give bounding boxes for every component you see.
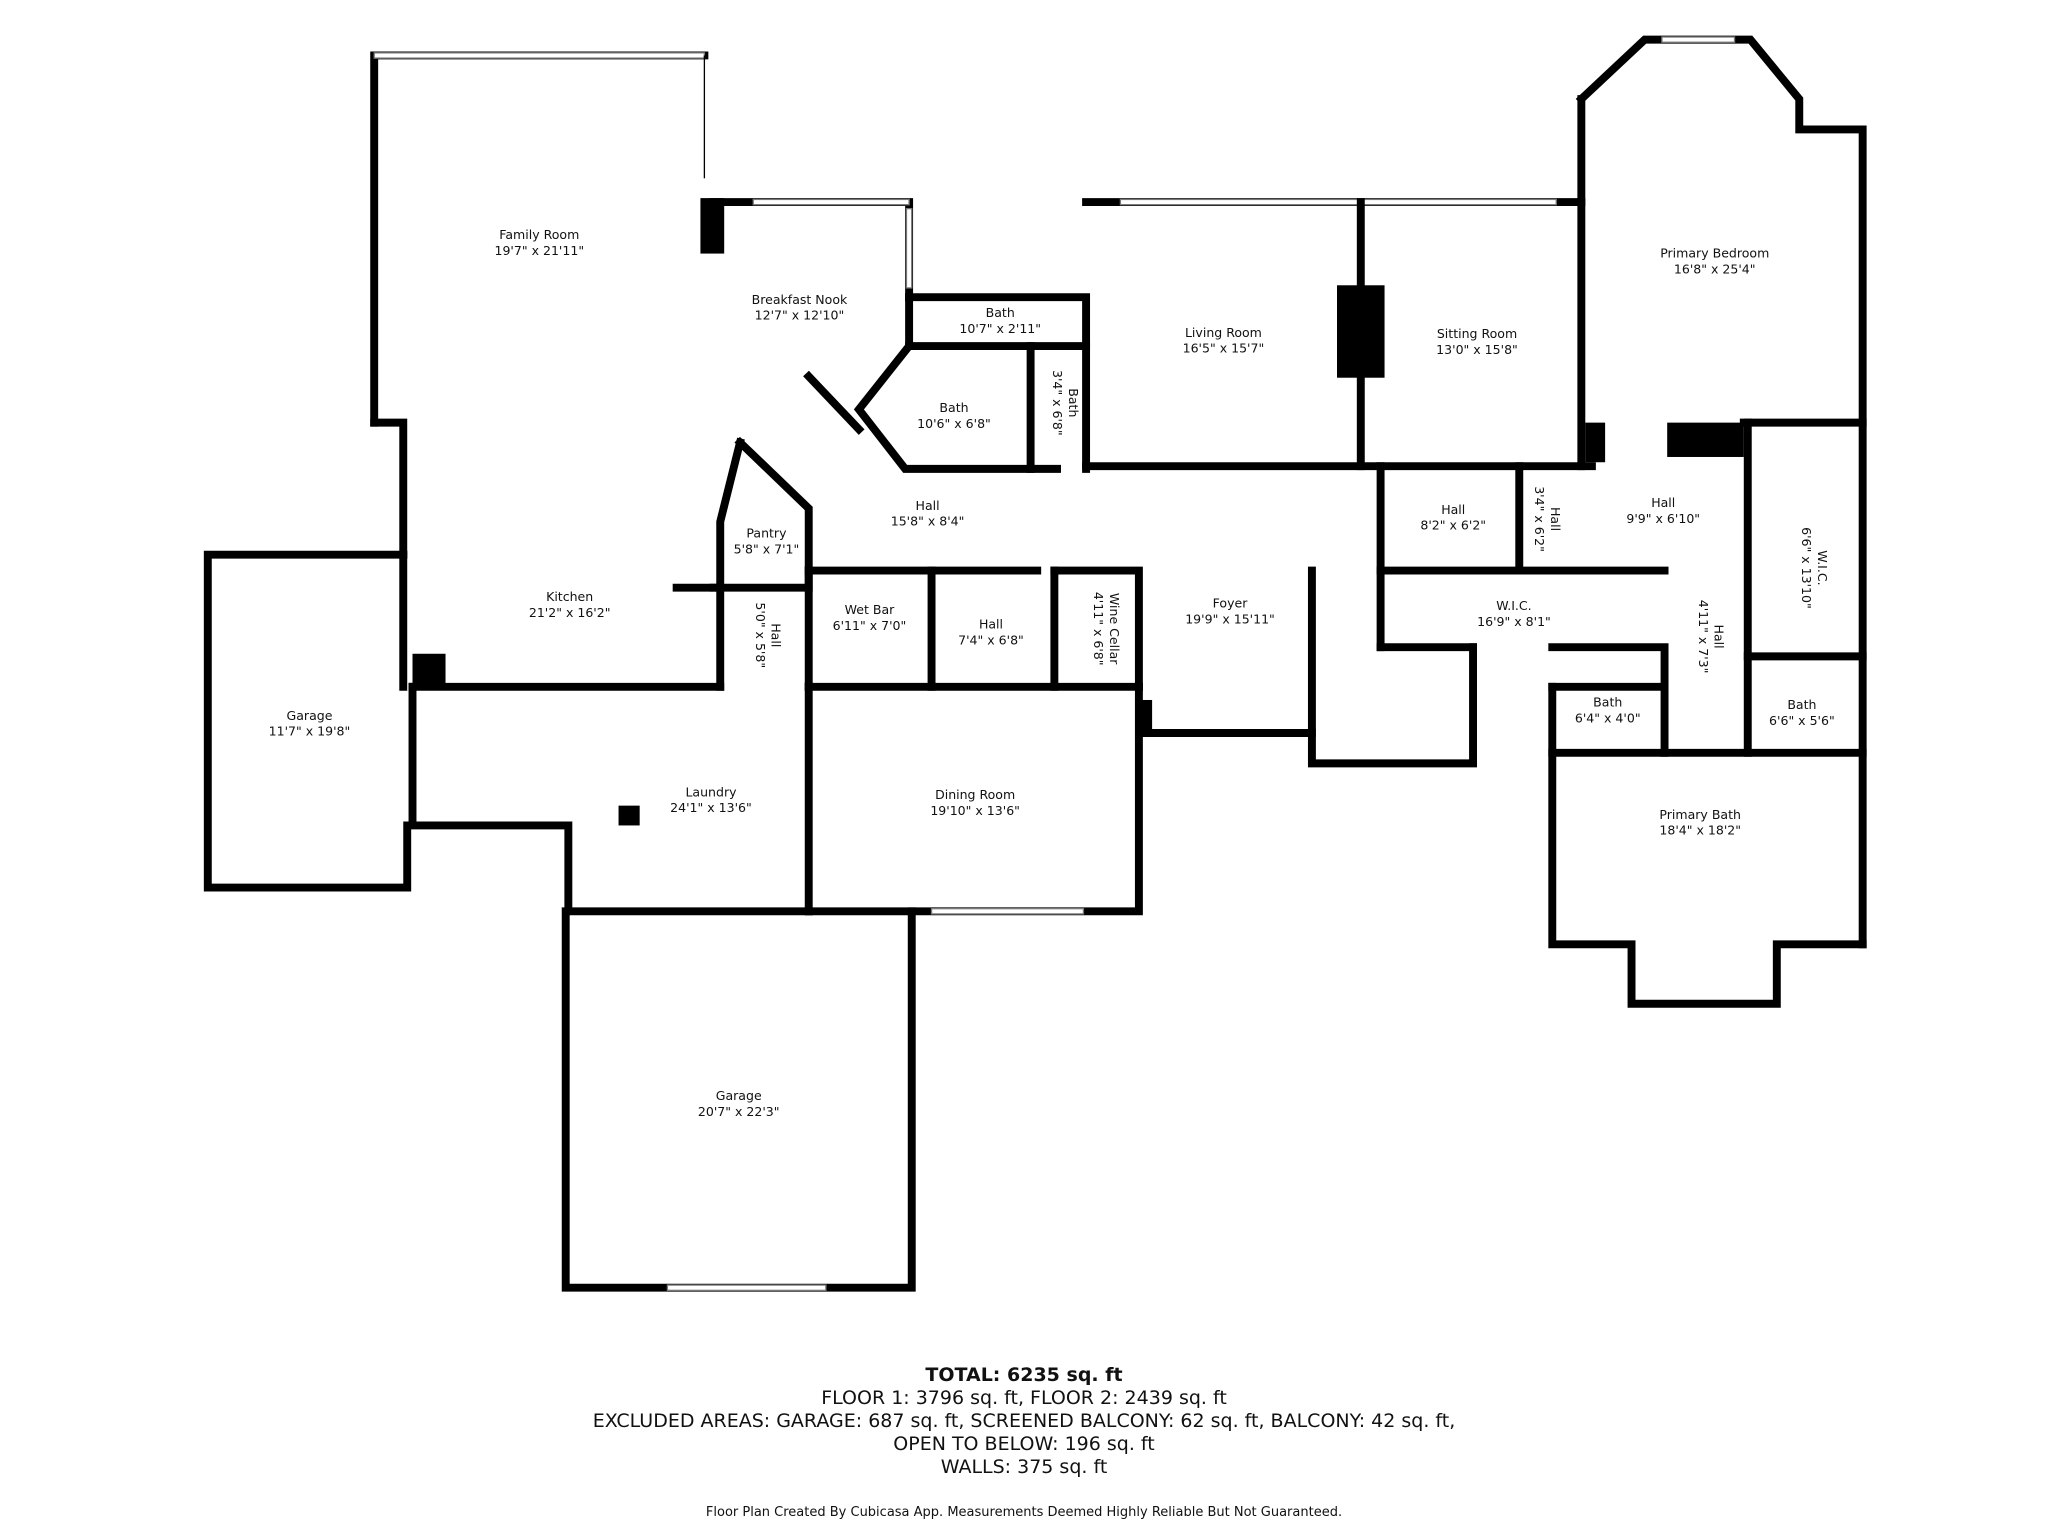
svg-text:Bath: Bath xyxy=(1593,695,1622,710)
svg-text:Primary Bedroom: Primary Bedroom xyxy=(1660,246,1769,261)
svg-text:Bath: Bath xyxy=(1066,388,1081,417)
svg-text:Garage: Garage xyxy=(716,1088,762,1103)
open-to-below: OPEN TO BELOW: 196 sq. ft xyxy=(893,1433,1155,1455)
svg-text:3'4" x 6'2": 3'4" x 6'2" xyxy=(1532,486,1547,552)
svg-text:6'4" x 4'0": 6'4" x 4'0" xyxy=(1575,710,1641,725)
svg-text:19'10" x 13'6": 19'10" x 13'6" xyxy=(930,803,1020,818)
svg-text:16'5" x 15'7": 16'5" x 15'7" xyxy=(1183,341,1265,356)
svg-text:3'4" x 6'8": 3'4" x 6'8" xyxy=(1050,370,1065,436)
svg-text:Wet Bar: Wet Bar xyxy=(845,602,896,617)
svg-text:10'7" x 2'11": 10'7" x 2'11" xyxy=(959,321,1041,336)
svg-text:5'8" x 7'1": 5'8" x 7'1" xyxy=(734,541,800,556)
svg-text:13'0" x 15'8": 13'0" x 15'8" xyxy=(1436,342,1518,357)
svg-text:24'1" x 13'6": 24'1" x 13'6" xyxy=(670,800,752,815)
svg-text:Living Room: Living Room xyxy=(1185,325,1262,340)
walls-area: WALLS: 375 sq. ft xyxy=(940,1456,1108,1478)
svg-text:Breakfast Nook: Breakfast Nook xyxy=(752,292,848,307)
area-summary: TOTAL: 6235 sq. ft FLOOR 1: 3796 sq. ft,… xyxy=(0,1364,2048,1520)
svg-text:Family Room: Family Room xyxy=(499,227,579,242)
svg-text:Hall: Hall xyxy=(916,498,940,513)
svg-text:Bath: Bath xyxy=(1787,697,1816,712)
svg-text:19'7" x 21'11": 19'7" x 21'11" xyxy=(494,243,584,258)
svg-text:Garage: Garage xyxy=(287,708,333,723)
svg-text:20'7" x 22'3": 20'7" x 22'3" xyxy=(698,1104,780,1119)
svg-text:18'4" x 18'2": 18'4" x 18'2" xyxy=(1659,823,1741,838)
svg-text:W.I.C.: W.I.C. xyxy=(1496,598,1531,613)
svg-text:Foyer: Foyer xyxy=(1213,596,1249,611)
svg-text:Hall: Hall xyxy=(769,623,784,647)
svg-text:4'11" x 7'3": 4'11" x 7'3" xyxy=(1696,600,1711,674)
svg-text:Wine Cellar: Wine Cellar xyxy=(1107,593,1122,665)
svg-text:Bath: Bath xyxy=(939,400,968,415)
credit-note: Floor Plan Created By Cubicasa App. Meas… xyxy=(705,1505,1343,1520)
svg-text:Hall: Hall xyxy=(1712,625,1727,649)
svg-text:Bath: Bath xyxy=(986,305,1015,320)
svg-text:Hall: Hall xyxy=(1441,502,1465,517)
room-walk-in-closet: W.I.C.6'6" x 13'10" xyxy=(1799,527,1830,609)
svg-text:16'8" x 25'4": 16'8" x 25'4" xyxy=(1674,261,1756,276)
svg-text:6'6" x 13'10": 6'6" x 13'10" xyxy=(1799,527,1814,609)
svg-text:21'2" x 16'2": 21'2" x 16'2" xyxy=(529,605,611,620)
svg-text:Dining Room: Dining Room xyxy=(935,787,1015,802)
svg-text:10'6" x 6'8": 10'6" x 6'8" xyxy=(917,416,991,431)
svg-text:W.I.C.: W.I.C. xyxy=(1815,550,1830,585)
svg-text:9'9" x 6'10": 9'9" x 6'10" xyxy=(1626,511,1700,526)
svg-text:4'11" x 6'8": 4'11" x 6'8" xyxy=(1091,592,1106,666)
svg-text:19'9" x 15'11": 19'9" x 15'11" xyxy=(1185,611,1275,626)
walls xyxy=(203,35,1867,1292)
svg-text:Kitchen: Kitchen xyxy=(546,589,593,604)
svg-text:Sitting Room: Sitting Room xyxy=(1437,326,1517,341)
svg-text:7'4" x 6'8": 7'4" x 6'8" xyxy=(958,633,1024,648)
svg-text:15'8" x 8'4": 15'8" x 8'4" xyxy=(891,514,965,529)
svg-text:6'6" x 5'6": 6'6" x 5'6" xyxy=(1769,713,1835,728)
svg-text:Hall: Hall xyxy=(979,617,1003,632)
svg-text:Hall: Hall xyxy=(1548,507,1563,531)
svg-text:6'11" x 7'0": 6'11" x 7'0" xyxy=(833,618,907,633)
total-area: TOTAL: 6235 sq. ft xyxy=(925,1364,1123,1386)
svg-text:Laundry: Laundry xyxy=(685,784,737,799)
room-walk-in-closet: W.I.C.16'9" x 8'1" xyxy=(1477,598,1551,629)
svg-text:5'0" x 5'8": 5'0" x 5'8" xyxy=(753,602,768,668)
excluded-areas: EXCLUDED AREAS: GARAGE: 687 sq. ft, SCRE… xyxy=(592,1410,1456,1432)
svg-text:16'9" x 8'1": 16'9" x 8'1" xyxy=(1477,614,1551,629)
svg-text:12'7" x 12'10": 12'7" x 12'10" xyxy=(755,308,845,323)
svg-text:Hall: Hall xyxy=(1651,495,1675,510)
svg-text:11'7" x 19'8": 11'7" x 19'8" xyxy=(269,724,351,739)
floor-areas: FLOOR 1: 3796 sq. ft, FLOOR 2: 2439 sq. … xyxy=(821,1387,1227,1409)
svg-text:Pantry: Pantry xyxy=(746,526,787,541)
svg-text:Primary Bath: Primary Bath xyxy=(1659,807,1741,822)
svg-text:8'2" x 6'2": 8'2" x 6'2" xyxy=(1420,518,1486,533)
